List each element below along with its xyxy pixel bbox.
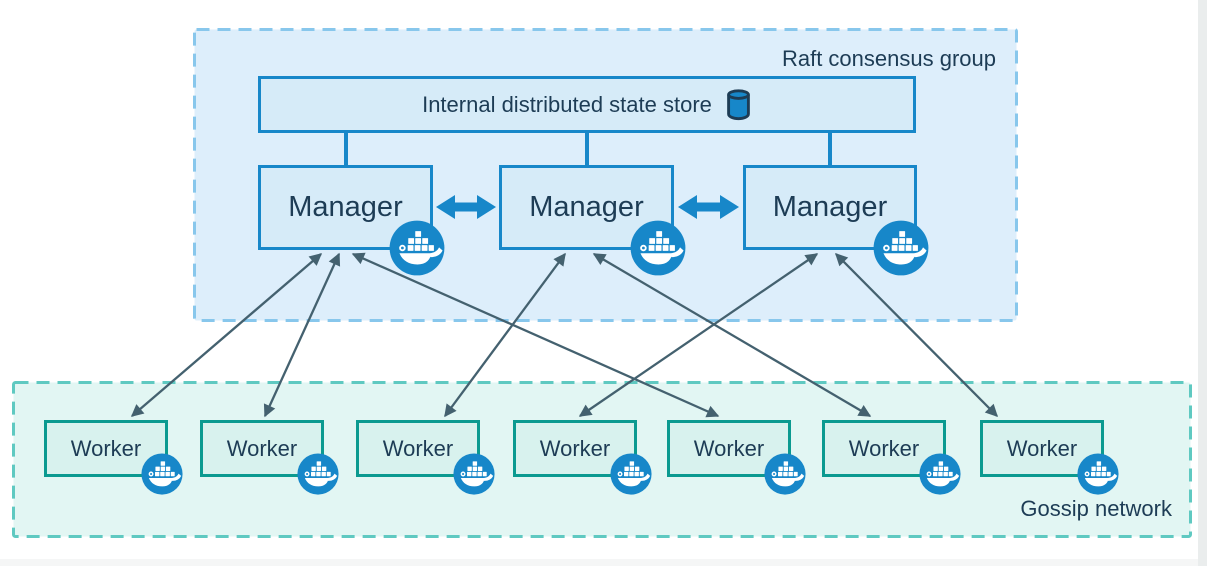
docker-whale-icon: [873, 220, 929, 276]
store-manager-connector: [584, 131, 589, 167]
worker-label: Worker: [1006, 435, 1078, 461]
manager-label: Manager: [288, 191, 403, 223]
worker-label: Worker: [539, 435, 611, 461]
docker-whale-icon: [630, 220, 686, 276]
link-manager-1-worker-5: [351, 252, 720, 418]
link-manager-2-worker-3: [444, 252, 566, 418]
gossip-network-label: Gossip network: [1020, 496, 1172, 521]
worker-node-4: Worker: [513, 420, 637, 477]
docker-whale-icon: [610, 453, 652, 495]
database-cylinder-icon: [727, 89, 750, 121]
state-store-label: Internal distributed state store: [422, 91, 712, 117]
docker-whale-icon: [453, 453, 495, 495]
worker-label: Worker: [693, 435, 765, 461]
docker-whale-icon: [297, 453, 339, 495]
worker-label: Worker: [226, 435, 298, 461]
link-manager-2-worker-6: [592, 253, 872, 417]
store-manager-connector: [343, 131, 348, 167]
link-manager-1-worker-1: [130, 253, 323, 417]
manager-label: Manager: [529, 191, 644, 223]
raft-group-label: Raft consensus group: [781, 46, 996, 71]
manager-peer-arrow: [678, 195, 739, 219]
docker-whale-icon: [389, 220, 445, 276]
manager-worker-links: [130, 252, 998, 418]
worker-node-6: Worker: [822, 420, 946, 477]
worker-node-3: Worker: [356, 420, 480, 477]
worker-node-7: Worker: [980, 420, 1104, 477]
worker-label: Worker: [382, 435, 454, 461]
worker-node-1: Worker: [44, 420, 168, 477]
docker-whale-icon: [141, 453, 183, 495]
link-manager-1-worker-2: [263, 252, 341, 418]
screen-edge-right: [1198, 0, 1207, 566]
manager-node-1: Manager: [258, 165, 433, 250]
docker-whale-icon: [764, 453, 806, 495]
link-manager-3-worker-7: [835, 253, 998, 417]
worker-label: Worker: [70, 435, 142, 461]
docker-whale-icon: [919, 453, 961, 495]
screen-edge-bottom: [0, 559, 1207, 566]
worker-node-5: Worker: [667, 420, 791, 477]
manager-label: Manager: [772, 191, 888, 223]
store-manager-connector: [828, 131, 832, 167]
worker-node-2: Worker: [200, 420, 324, 477]
manager-node-3: Manager: [743, 165, 917, 250]
docker-whale-icon: [1077, 453, 1119, 495]
worker-label: Worker: [848, 435, 920, 461]
manager-node-2: Manager: [499, 165, 674, 250]
link-manager-3-worker-4: [578, 253, 819, 417]
manager-peer-arrow: [436, 195, 496, 219]
state-store-box: Internal distributed state store: [258, 76, 916, 133]
